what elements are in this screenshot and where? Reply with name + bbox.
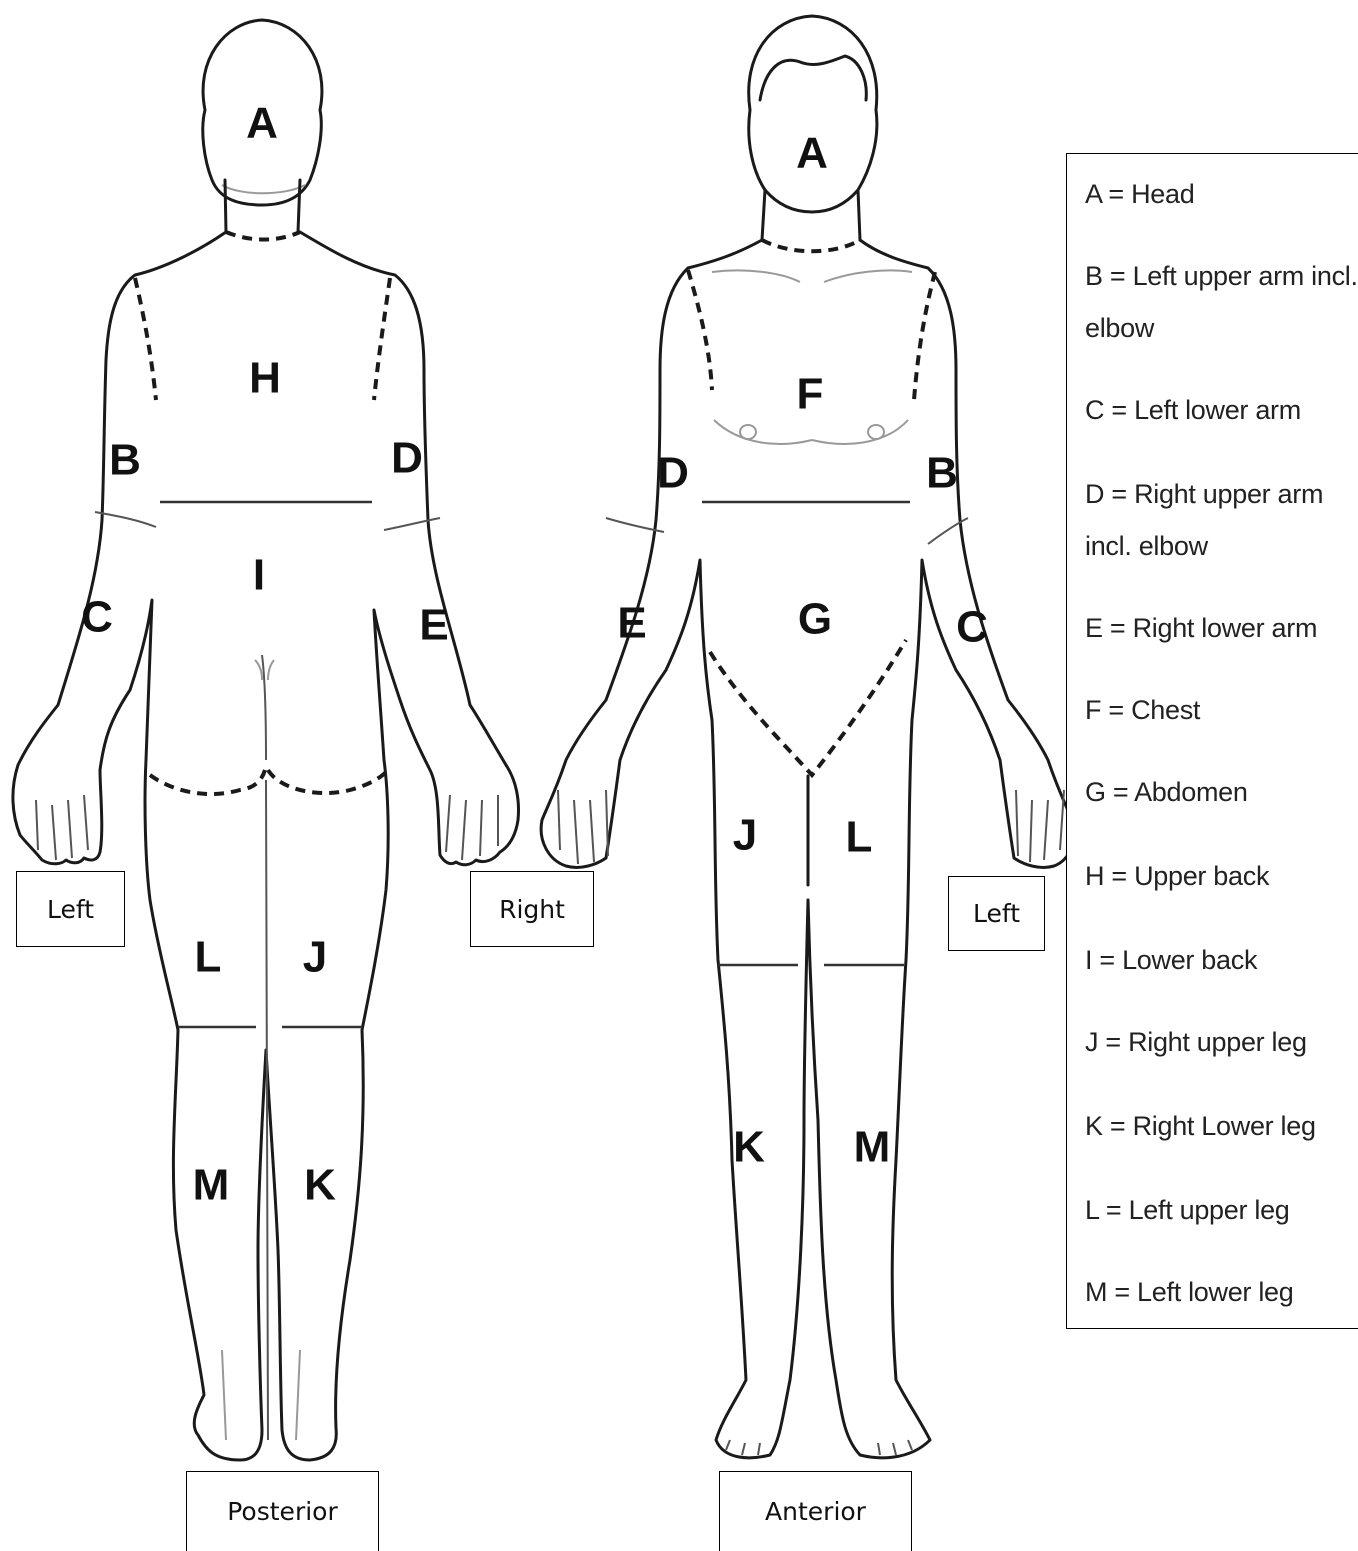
- legend-item-g: G = Abdomen: [1085, 766, 1358, 818]
- legend-item-a: A = Head: [1085, 168, 1358, 220]
- anterior-region-b: B: [926, 449, 958, 498]
- anterior-region-g: G: [798, 595, 832, 644]
- anterior-figure: [541, 16, 1074, 1458]
- legend-item-d: D = Right upper arm incl. elbow: [1085, 468, 1358, 572]
- posterior-region-c: C: [81, 593, 113, 642]
- posterior-region-i: I: [253, 551, 265, 600]
- legend-item-e: E = Right lower arm: [1085, 602, 1358, 654]
- posterior-region-labels: A H B D I C E L J M K: [81, 99, 449, 1210]
- anterior-region-c: C: [956, 603, 988, 652]
- posterior-region-d: D: [391, 434, 423, 483]
- legend-item-k: K = Right Lower leg: [1085, 1100, 1358, 1152]
- anterior-region-k: K: [733, 1123, 765, 1172]
- anterior-region-labels: A F D B G E C J L K M: [617, 129, 988, 1172]
- posterior-region-l: L: [195, 933, 222, 982]
- anterior-region-e: E: [617, 599, 646, 648]
- legend-item-j: J = Right upper leg: [1085, 1016, 1358, 1068]
- posterior-region-b: B: [109, 436, 141, 485]
- anterior-region-m: M: [854, 1123, 891, 1172]
- posterior-region-k: K: [304, 1161, 336, 1210]
- legend-item-b: B = Left upper arm incl. elbow: [1085, 250, 1358, 354]
- posterior-figure: [13, 20, 519, 1460]
- legend-item-f: F = Chest: [1085, 684, 1358, 736]
- posterior-region-m: M: [193, 1161, 230, 1210]
- anterior-region-d: D: [657, 449, 689, 498]
- posterior-region-j: J: [303, 933, 327, 982]
- posterior-region-h: H: [249, 354, 281, 403]
- anterior-region-l: L: [846, 813, 873, 862]
- anterior-region-f: F: [797, 370, 824, 419]
- posterior-region-a: A: [246, 99, 278, 148]
- anterior-caption: Anterior: [719, 1471, 912, 1551]
- anterior-left-side-label: Left: [948, 876, 1045, 951]
- legend-item-i: I = Lower back: [1085, 934, 1358, 986]
- region-legend: A = Head B = Left upper arm incl. elbow …: [1066, 153, 1358, 1329]
- legend-item-l: L = Left upper leg: [1085, 1184, 1358, 1236]
- posterior-caption: Posterior: [186, 1471, 379, 1551]
- anterior-region-j: J: [733, 811, 757, 860]
- posterior-right-side-label: Right: [470, 871, 594, 947]
- posterior-region-e: E: [419, 601, 448, 650]
- legend-item-c: C = Left lower arm: [1085, 384, 1358, 436]
- legend-item-m: M = Left lower leg: [1085, 1266, 1358, 1318]
- anterior-region-a: A: [796, 129, 828, 178]
- posterior-left-side-label: Left: [16, 871, 125, 947]
- legend-item-h: H = Upper back: [1085, 850, 1358, 902]
